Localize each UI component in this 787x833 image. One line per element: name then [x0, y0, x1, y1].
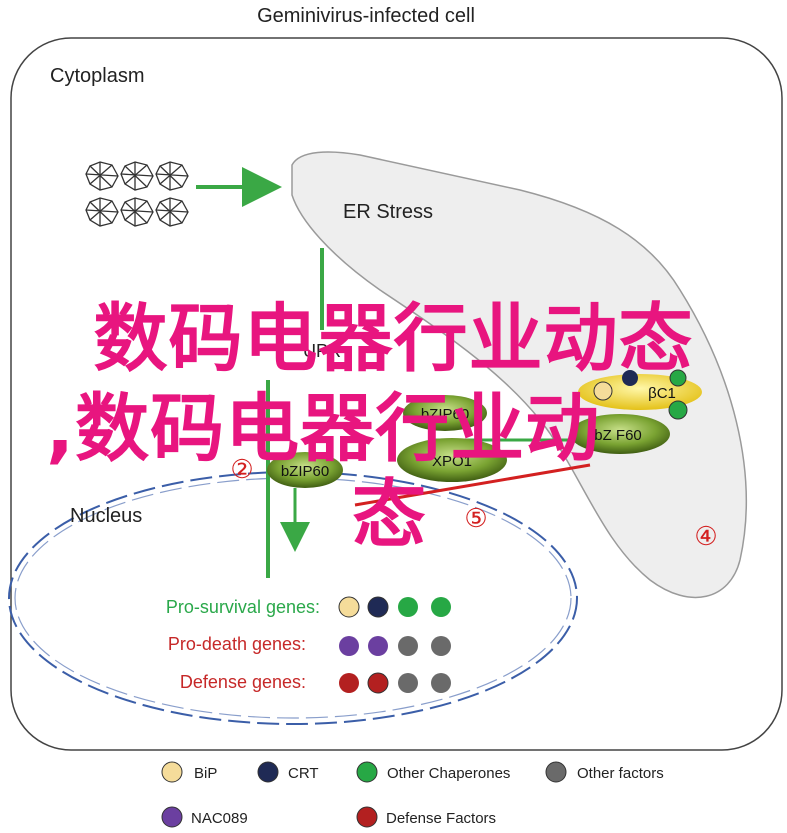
legend-nac089-label: NAC089 — [191, 810, 248, 827]
crt-dot-icon — [257, 761, 279, 783]
gene-row-defense: Defense genes: — [180, 672, 451, 694]
crt-dot-icon — [367, 596, 389, 618]
chaperone-bound-icon-2 — [668, 400, 688, 420]
nac089-dot-icon — [368, 636, 388, 656]
overlay-text-line-1: 数码电器行业动态 — [93, 296, 694, 382]
other-factor-dot-icon — [431, 636, 451, 656]
bip-dot-icon — [161, 761, 183, 783]
defense-factor-dot-icon — [367, 672, 389, 694]
nac089-dot-icon — [339, 636, 359, 656]
overlay-text-line-3: 态 — [352, 472, 427, 558]
legend-defense-factors-label: Defense Factors — [386, 810, 496, 827]
bip-dot-icon — [338, 596, 360, 618]
upr-label: UPR — [303, 341, 341, 361]
xpo1-protein — [397, 438, 507, 482]
other-factor-dot-icon — [431, 673, 451, 693]
bzip60-protein-nuclear — [267, 452, 343, 488]
nucleus-label: Nucleus — [70, 505, 142, 527]
legend-other-factors-label: Other factors — [577, 765, 664, 782]
legend-item-crt: CRT — [257, 761, 319, 783]
defense-factor-dot-icon — [356, 806, 378, 828]
legend-item-other-factors: Other factors — [545, 761, 664, 783]
defense-factor-dot-icon — [339, 673, 359, 693]
other-factor-dot-icon — [545, 761, 567, 783]
xpo1-label: XPO1 — [432, 453, 472, 470]
bzip60-protein-cytoplasmic — [403, 395, 487, 431]
bc1-protein — [578, 374, 702, 410]
legend-item-chaperones: Other Chaperones — [356, 761, 510, 783]
step-4-marker: ④ — [694, 521, 717, 551]
legend-item-defense-factors: Defense Factors — [356, 806, 496, 828]
cytoplasm-label: Cytoplasm — [50, 65, 144, 87]
bzip60-label-cytoplasmic: bZIP60 — [421, 406, 469, 423]
chaperone-dot-icon — [431, 597, 451, 617]
bzf60-label: bZ F60 — [594, 427, 642, 444]
chaperone-bound-icon — [669, 369, 687, 387]
legend-chaperones-label: Other Chaperones — [387, 765, 510, 782]
other-factor-dot-icon — [398, 636, 418, 656]
endoplasmic-reticulum — [291, 151, 748, 599]
bzf60-protein — [570, 414, 670, 454]
diagram-title: Geminivirus-infected cell — [257, 5, 475, 27]
legend-item-bip: BiP — [161, 761, 217, 783]
pro-survival-genes-label: Pro-survival genes: — [166, 597, 320, 617]
chaperone-dot-icon — [356, 761, 378, 783]
er-stress-label: ER Stress — [343, 201, 433, 223]
nac089-dot-icon — [161, 806, 183, 828]
gene-row-pro-death: Pro-death genes: — [168, 634, 451, 656]
virus-particles-icon — [85, 161, 189, 227]
legend: BiP CRT Other Chaperones Other factors N… — [161, 761, 664, 828]
overlay-text-line-2: ,数码电器行业动 — [46, 386, 601, 472]
inhibition-line — [354, 463, 591, 507]
legend-bip-label: BiP — [194, 765, 217, 782]
bip-bound-icon — [593, 381, 613, 401]
gene-row-pro-survival: Pro-survival genes: — [166, 596, 451, 618]
legend-crt-label: CRT — [288, 765, 319, 782]
bc1-label: βC1 — [648, 385, 676, 402]
chaperone-dot-icon — [398, 597, 418, 617]
step-2-marker: ② — [230, 454, 253, 484]
other-factor-dot-icon — [398, 673, 418, 693]
step-5-marker: ⑤ — [464, 503, 487, 533]
legend-item-nac089: NAC089 — [161, 806, 248, 828]
crt-bound-icon — [622, 370, 638, 386]
bzip60-label-nuclear: bZIP60 — [281, 463, 329, 480]
pro-death-genes-label: Pro-death genes: — [168, 634, 306, 654]
defense-genes-label: Defense genes: — [180, 672, 306, 692]
